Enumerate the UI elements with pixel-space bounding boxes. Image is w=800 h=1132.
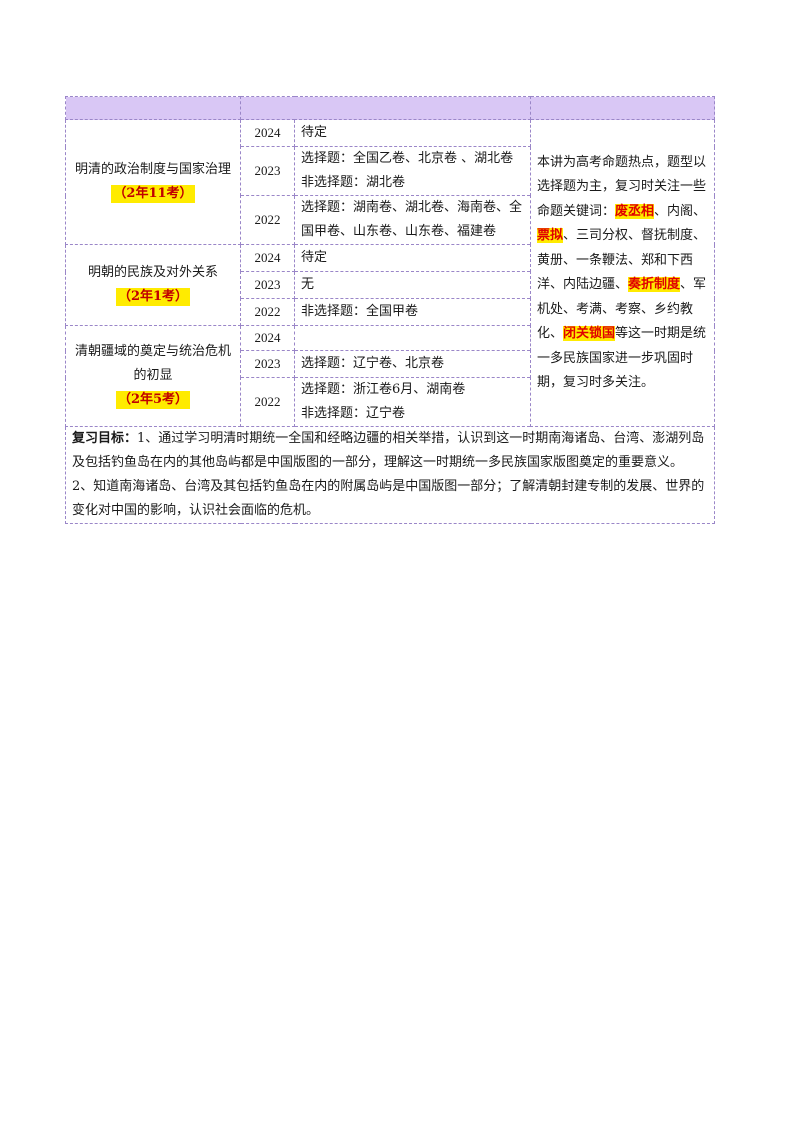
table-row: 2023 无 <box>66 271 715 299</box>
goal-text: 1、通过学习明清时期统一全国和经略边疆的相关举措，认识到这一时期南海诸岛、台湾、… <box>72 431 705 470</box>
year-cell: 2023 <box>240 271 295 299</box>
topic-cell: 明清的政治制度与国家治理 （2年11考） <box>65 119 241 245</box>
detail-cell: 选择题：辽宁卷、北京卷 <box>294 350 531 378</box>
keyword-highlight: 废丞相 <box>615 203 655 219</box>
table-row: 清朝疆域的奠定与统治危机的初显 （2年5考） 2024 <box>65 325 715 427</box>
exam-count-badge: （2年5考） <box>115 391 191 409</box>
table-header-row <box>65 96 715 120</box>
detail-cell: 选择题：湖南卷、湖北卷、海南卷、全国甲卷、山东卷、山东卷、福建卷 <box>294 195 531 245</box>
detail-line: 无 <box>301 277 315 292</box>
year-cell: 2023 <box>240 350 295 378</box>
detail-cell: 待定 <box>294 244 531 272</box>
detail-line: 非选择题：湖北卷 <box>301 175 406 190</box>
table-row: 2023 选择题：全国乙卷、北京卷 、湖北卷 非选择题：湖北卷 <box>66 146 715 196</box>
detail-cell <box>294 325 531 351</box>
review-goals-cell: 复习目标：1、通过学习明清时期统一全国和经略边疆的相关举措，认识到这一时期南海诸… <box>65 426 715 524</box>
note-intro: 本讲为高考命题热点，题型以选择题为主，复习时关注一些命题关键词： <box>537 154 707 219</box>
topic-cell: 明朝的民族及对外关系 （2年1考） <box>65 244 241 326</box>
review-table: 明清的政治制度与国家治理 （2年11考） 2024 待定 本讲为高考命题热点，题… <box>65 96 715 524</box>
detail-line: 选择题：湖南卷、湖北卷、海南卷、全国甲卷、山东卷、山东卷、福建卷 <box>301 200 523 239</box>
detail-line: 非选择题：辽宁卷 <box>301 406 406 421</box>
note-text: 、军机处、考满、考察、乡约教化、 <box>537 277 707 341</box>
keyword-highlight: 闭关锁国 <box>563 326 616 341</box>
table-row: 2022 选择题：浙江卷6月、湖南卷 非选择题：辽宁卷 <box>66 377 715 427</box>
exam-count-badge: （2年1考） <box>115 288 191 306</box>
topic-name: 明清的政治制度与国家治理 <box>74 162 231 177</box>
detail-line: 选择题：浙江卷6月、湖南卷 <box>301 382 466 397</box>
topic-name: 明朝的民族及对外关系 <box>87 265 218 280</box>
table-row: 明朝的民族及对外关系 （2年1考） 2024 待定 <box>65 244 715 326</box>
table-row: 复习目标：1、通过学习明清时期统一全国和经略边疆的相关举措，认识到这一时期南海诸… <box>65 426 715 524</box>
detail-line: 待定 <box>301 250 328 265</box>
detail-line: 选择题：辽宁卷、北京卷 <box>301 356 445 371</box>
year-cell: 2022 <box>240 298 295 326</box>
header-cell <box>65 96 241 120</box>
table-row: 明清的政治制度与国家治理 （2年11考） 2024 待定 本讲为高考命题热点，题… <box>65 119 715 427</box>
detail-line: 待定 <box>301 125 328 140</box>
keyword-note-cell: 本讲为高考命题热点，题型以选择题为主，复习时关注一些命题关键词：废丞相、内阁、票… <box>530 119 715 427</box>
year-cell: 2024 <box>240 244 295 272</box>
topic-cell: 清朝疆域的奠定与统治危机的初显 （2年5考） <box>65 325 241 427</box>
detail-line: 非选择题：全国甲卷 <box>301 304 419 319</box>
goal-paragraph-2: 2、知道南海诸岛、台湾及其包括钓鱼岛在内的附属岛屿是中国版图一部分；了解清朝封建… <box>72 479 705 518</box>
detail-line: 选择题：全国乙卷、北京卷 、湖北卷 <box>301 151 514 166</box>
goal-paragraph-1: 复习目标：1、通过学习明清时期统一全国和经略边疆的相关举措，认识到这一时期南海诸… <box>72 427 708 475</box>
year-cell: 2022 <box>240 377 295 427</box>
header-cell <box>530 96 715 120</box>
exam-count-badge: （2年11考） <box>111 185 195 203</box>
detail-cell: 无 <box>294 271 531 299</box>
year-cell: 2022 <box>240 195 295 245</box>
header-cell <box>240 96 531 120</box>
keyword-highlight: 奏折制度 <box>628 277 681 292</box>
year-cell: 2024 <box>240 119 295 147</box>
topic-name: 清朝疆域的奠定与统治危机的初显 <box>74 344 231 383</box>
year-cell: 2024 <box>240 325 295 351</box>
keyword-highlight: 票拟 <box>537 228 564 243</box>
detail-cell: 选择题：浙江卷6月、湖南卷 非选择题：辽宁卷 <box>294 377 531 427</box>
detail-cell: 选择题：全国乙卷、北京卷 、湖北卷 非选择题：湖北卷 <box>294 146 531 196</box>
detail-cell: 待定 <box>294 119 531 147</box>
detail-cell: 非选择题：全国甲卷 <box>294 298 531 326</box>
note-text: 等这一时期是统一多民族国家进一步巩固时期，复习时多关注。 <box>537 326 707 390</box>
year-cell: 2023 <box>240 146 295 196</box>
goal-label: 复习目标： <box>72 431 138 446</box>
table-row: 2022 选择题：湖南卷、湖北卷、海南卷、全国甲卷、山东卷、山东卷、福建卷 <box>66 195 715 245</box>
note-text: 、三司分权、督抚制度、黄册、一条鞭法、郑和下西洋、内陆边疆、 <box>537 228 707 292</box>
table-row: 2023 选择题：辽宁卷、北京卷 <box>66 350 715 378</box>
note-text: 、内阁、 <box>654 203 707 219</box>
